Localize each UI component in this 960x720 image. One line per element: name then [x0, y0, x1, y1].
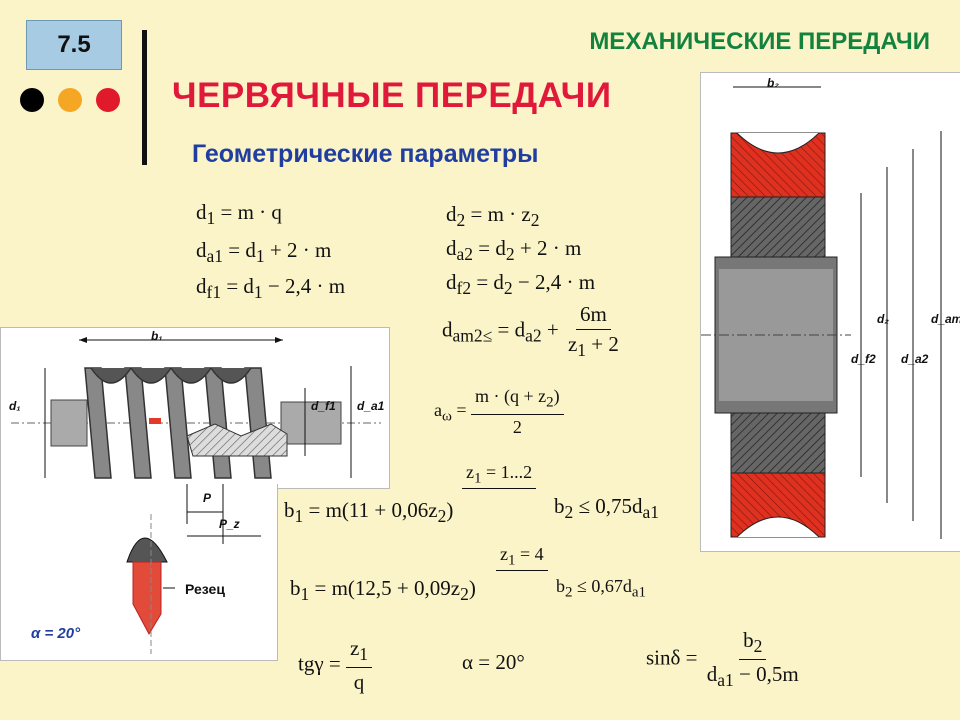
formula-b1-a: b1 = m(11 + 0,06z2)	[284, 498, 454, 527]
label-alpha-angle: α = 20°	[31, 625, 81, 642]
formula-d1: d1 = m · q	[196, 200, 282, 229]
label-pz: P_z	[219, 517, 240, 531]
label-pitch: P	[203, 491, 212, 505]
label-dam2: d_am2	[931, 312, 960, 326]
dot-orange	[58, 88, 82, 112]
formula-df2: df2 = d2 − 2,4 · m	[446, 270, 596, 299]
worm-wheel-drawing: b₂ d_f2 d₂ d_a2 d_am2	[701, 76, 960, 539]
label-cutter: Резец	[185, 581, 225, 597]
section-number-badge: 7.5	[26, 20, 122, 70]
label-da2: d_a2	[901, 352, 929, 366]
worm-wheel-figure: b₂ d_f2 d₂ d_a2 d_am2	[700, 72, 960, 552]
formula-aw: aω = m · (q + z2)2	[434, 386, 564, 438]
cutter-figure: P P_z Резец α = 20°	[0, 484, 278, 661]
label-d1: d₁	[9, 399, 21, 413]
formula-b2-b: b2 ≤ 0,67da1	[556, 576, 647, 601]
formula-d2: d2 = m · z2	[446, 202, 540, 231]
formula-da2: da2 = d2 + 2 · m	[446, 236, 582, 265]
label-d2: d₂	[877, 312, 889, 326]
label-b2: b₂	[767, 76, 779, 90]
page-title: ЧЕРВЯЧНЫЕ ПЕРЕДАЧИ	[172, 76, 612, 115]
header-divider	[142, 30, 147, 165]
topic-heading: МЕХАНИЧЕСКИЕ ПЕРЕДАЧИ	[589, 28, 930, 55]
formula-alpha: α = 20°	[462, 650, 525, 674]
dot-red	[96, 88, 120, 112]
formula-z1-range: z1 = 1...2	[462, 462, 537, 489]
cutter-drawing: P P_z Резец α = 20°	[31, 484, 261, 654]
formula-b2-a: b2 ≤ 0,75da1	[554, 494, 660, 523]
worm-drawing: b₁ d₁ d_f1 d_a1	[9, 329, 385, 479]
formula-da1: da1 = d1 + 2 · m	[196, 238, 332, 267]
page-subtitle: Геометрические параметры	[192, 140, 539, 168]
formula-df1: df1 = d1 − 2,4 · m	[196, 274, 346, 303]
label-b1: b₁	[151, 329, 163, 343]
formula-b1-b: b1 = m(12,5 + 0,09z2)	[290, 576, 476, 605]
formula-z1-four: z1 = 4	[496, 544, 548, 571]
dot-black	[20, 88, 44, 112]
label-df1: d_f1	[311, 399, 336, 413]
worm-figure: b₁ d₁ d_f1 d_a1	[0, 327, 390, 489]
label-df2: d_f2	[851, 352, 876, 366]
label-da1: d_a1	[357, 399, 385, 413]
